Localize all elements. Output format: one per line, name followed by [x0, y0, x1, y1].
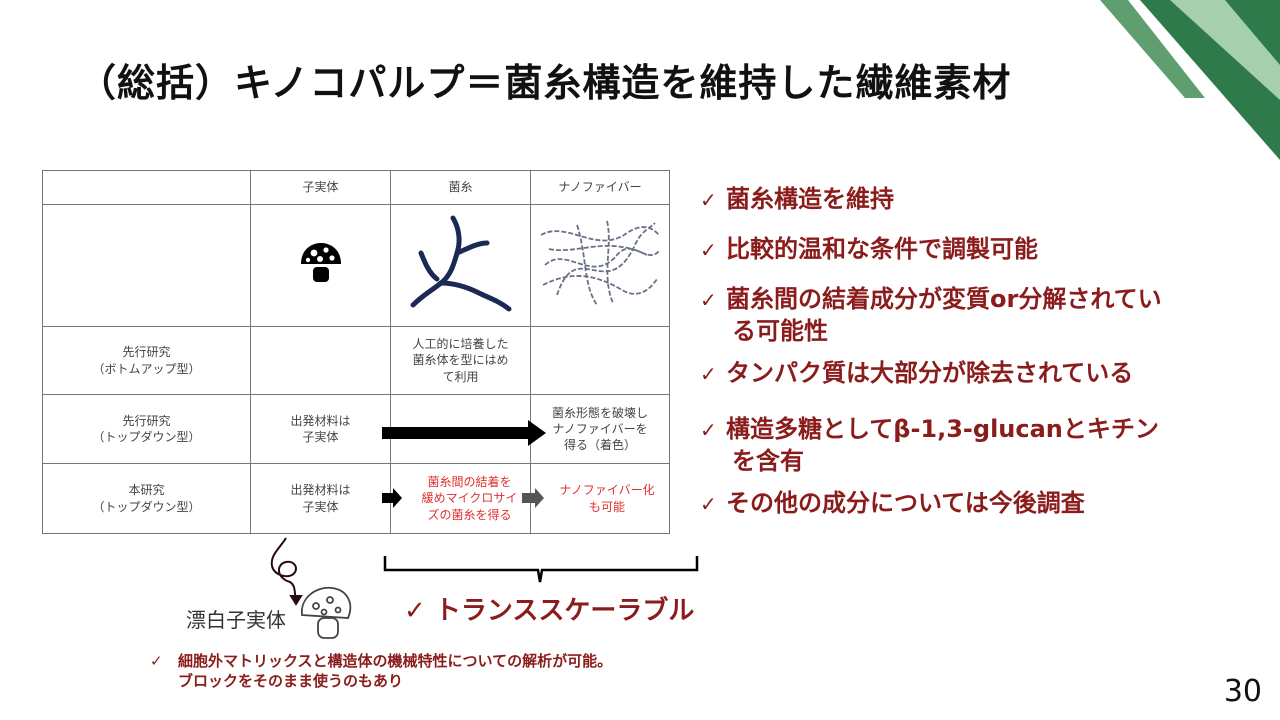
- check-icon: ✓: [700, 238, 717, 262]
- header-cell: [42, 170, 251, 205]
- nanofiber-image-cell: [530, 204, 670, 327]
- cell-hyphae: 菌糸間の結着を 緩めマイクロサイ ズの菌糸を得る: [390, 463, 531, 534]
- trans-scalable-label: ✓ トランススケーラブル: [404, 596, 695, 626]
- page-number: 30: [1223, 674, 1262, 709]
- cell-hyphae: 人工的に培養した 菌糸体を型にはめ て利用: [390, 326, 531, 395]
- bullet-continuation: る可能性: [732, 317, 828, 345]
- check-icon: ✓: [700, 418, 717, 442]
- row-label: 先行研究 （トップダウン型）: [42, 394, 251, 464]
- check-icon: ✓: [404, 596, 426, 626]
- comparison-table: 子実体 菌糸 ナノファイバー: [42, 170, 670, 534]
- corner-decoration: [1100, 0, 1280, 160]
- check-icon: ✓: [700, 288, 717, 312]
- bullet-item: ✓菌糸構造を維持: [700, 185, 894, 213]
- cell-nanofiber: 菌糸形態を破壊し ナノファイバーを 得る（着色）: [530, 394, 670, 464]
- mushroom-image-cell: [250, 204, 391, 327]
- check-icon: ✓: [700, 188, 717, 212]
- image-row: [42, 204, 670, 327]
- cell-fruiting-body: [250, 326, 391, 395]
- table-row: 先行研究 （ボトムアップ型） 人工的に培養した 菌糸体を型にはめ て利用: [42, 326, 670, 395]
- cell-hyphae: [390, 394, 531, 464]
- row-label: 本研究 （トップダウン型）: [42, 463, 251, 534]
- check-icon: ✓: [150, 652, 163, 670]
- header-cell: ナノファイバー: [530, 170, 670, 205]
- header-cell: 子実体: [250, 170, 391, 205]
- table-header-row: 子実体 菌糸 ナノファイバー: [42, 170, 670, 205]
- row-label: 先行研究 （ボトムアップ型）: [42, 326, 251, 395]
- table-row: 本研究 （トップダウン型） 出発材料は 子実体 菌糸間の結着を 緩めマイクロサイ…: [42, 463, 670, 534]
- bracket-icon: [383, 556, 699, 583]
- bullet-continuation: を含有: [732, 447, 804, 475]
- cell-nanofiber: [530, 326, 670, 395]
- header-cell: 菌糸: [390, 170, 531, 205]
- bullet-item: ✓構造多糖としてβ-1,3-glucanとキチン: [700, 415, 1159, 443]
- bullet-item: ✓比較的温和な条件で調製可能: [700, 235, 1038, 263]
- hyphae-image-cell: [390, 204, 531, 327]
- footnote: ✓細胞外マトリックスと構造体の機械特性についての解析が可能。 ブロックをそのまま…: [150, 652, 613, 690]
- bullet-item: ✓その他の成分については今後調査: [700, 489, 1085, 517]
- mushroom-icon: [300, 243, 341, 283]
- hand-drawn-arrow-icon: [270, 537, 303, 606]
- check-icon: ✓: [700, 362, 717, 386]
- bullet-item: ✓菌糸間の結着成分が変質or分解されてい: [700, 285, 1162, 313]
- bleached-fruiting-body-label: 漂白子実体: [186, 608, 286, 632]
- cell-fruiting-body: 出発材料は 子実体: [250, 463, 391, 534]
- hyphae-icon: [410, 215, 511, 312]
- cell-fruiting-body: 出発材料は 子実体: [250, 394, 391, 464]
- nanofiber-icon: [540, 221, 660, 306]
- bullet-item: ✓タンパク質は大部分が除去されている: [700, 359, 1134, 387]
- bleached-mushroom-icon: [301, 586, 352, 639]
- cell-nanofiber: ナノファイバー化 も可能: [530, 463, 670, 534]
- table-row: 先行研究 （トップダウン型） 出発材料は 子実体 菌糸形態を破壊し ナノファイバ…: [42, 394, 670, 464]
- page-title: （総括）キノコパルプ＝菌糸構造を維持した繊維素材: [78, 61, 1012, 105]
- check-icon: ✓: [700, 492, 717, 516]
